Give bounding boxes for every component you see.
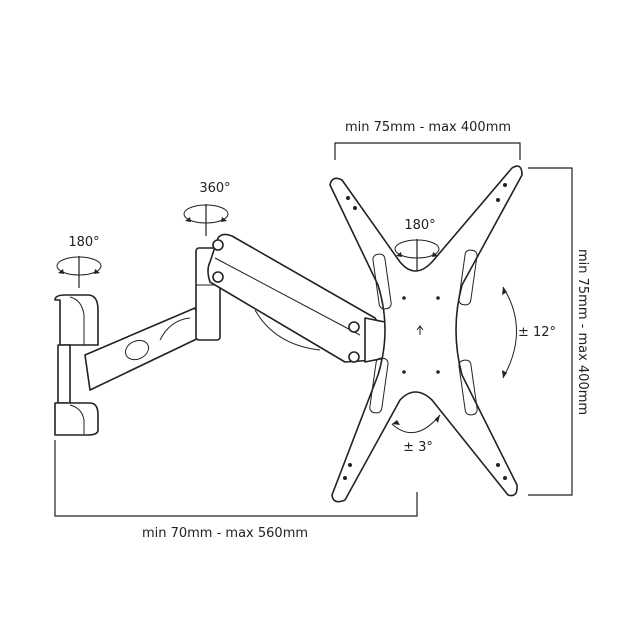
plate-height-dimension: min 75mm - max 400mm (528, 167, 590, 496)
plate-width-dimension: min 75mm - max 400mm (334, 120, 521, 160)
arm-extension-label: min 70mm - max 560mm (142, 526, 308, 541)
tilt-label: ± 12° (518, 325, 556, 340)
arm-swivel-rotation-icon: 360° (183, 181, 231, 236)
lower-arm (84, 307, 206, 391)
tilt-rotation-icon: ± 12° (502, 286, 556, 379)
arm-extension-dimension: min 70mm - max 560mm (54, 440, 418, 541)
gas-spring-arm (207, 233, 390, 363)
wall-plate (54, 294, 99, 436)
plate-height-label: min 75mm - max 400mm (575, 249, 590, 415)
arm-swivel-label: 360° (199, 181, 230, 196)
plate-width-label: min 75mm - max 400mm (345, 120, 511, 135)
head-swivel-rotation-icon: 180° (394, 218, 440, 271)
head-swivel-label: 180° (404, 218, 435, 233)
wall-swivel-rotation-icon: 180° (56, 235, 102, 288)
level-rotation-icon: ± 3° (391, 414, 441, 455)
vesa-plate (329, 165, 523, 503)
level-label: ± 3° (403, 440, 433, 455)
wall-swivel-label: 180° (68, 235, 99, 250)
